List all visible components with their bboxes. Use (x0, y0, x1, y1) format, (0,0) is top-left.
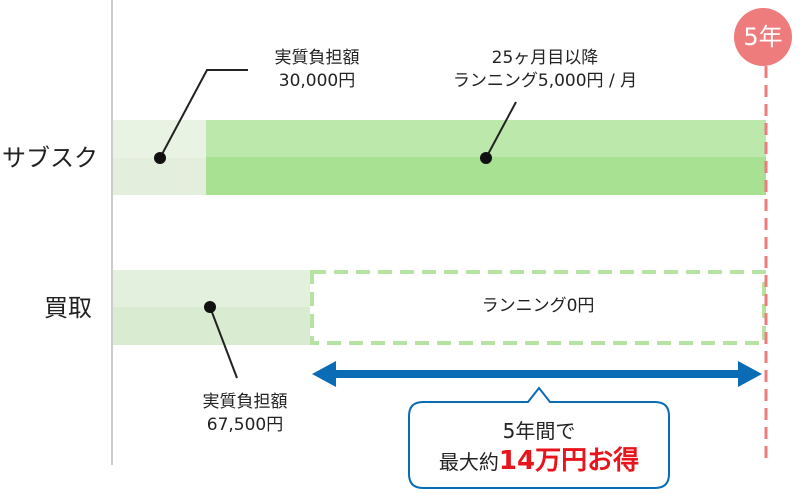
callout-line2: 最大約14万円お得 (409, 446, 669, 477)
callout-line1: 5年間で (502, 419, 576, 443)
sub-burden-label: 実質負担額 (274, 48, 360, 68)
sub-burden-value: 30,000円 (278, 71, 356, 91)
sub-running-annotation: 25ヶ月目以降 ランニング5,000円 / 月 (430, 47, 660, 93)
savings-callout: 5年間で 最大約14万円お得 (409, 402, 669, 488)
row-label-purchase: 買取 (44, 294, 92, 322)
sub-running-value: ランニング5,000円 / 月 (452, 71, 638, 91)
sub-burden-leader (159, 69, 248, 159)
buy-burden-label: 実質負担額 (202, 392, 288, 412)
buy-burden-dot (204, 301, 216, 313)
callout-highlight: 14万円お得 (498, 446, 640, 476)
sub-running-dot (480, 152, 492, 164)
five-year-marker: 5年 (734, 8, 792, 66)
sub-running-leader (485, 101, 517, 159)
subscription-bar (113, 120, 766, 195)
savings-period-arrow (312, 361, 762, 387)
row-label-subscription: サブスク (2, 144, 98, 172)
leader-lines (159, 69, 517, 379)
purchase-running-dashed-segment (310, 270, 766, 345)
buy-burden-leader (209, 306, 238, 379)
callout-prefix: 最大約 (438, 450, 499, 474)
buy-burden-value: 67,500円 (206, 415, 284, 435)
buy-running-annotation: ランニング0円 (481, 296, 595, 316)
buy-burden-annotation: 実質負担額 67,500円 (190, 391, 300, 437)
sub-running-label: 25ヶ月目以降 (491, 48, 599, 68)
sub-burden-dot (154, 152, 166, 164)
callout-bubble (408, 386, 670, 489)
sub-burden-annotation: 実質負担額 30,000円 (262, 47, 372, 93)
purchase-bar (113, 270, 766, 345)
